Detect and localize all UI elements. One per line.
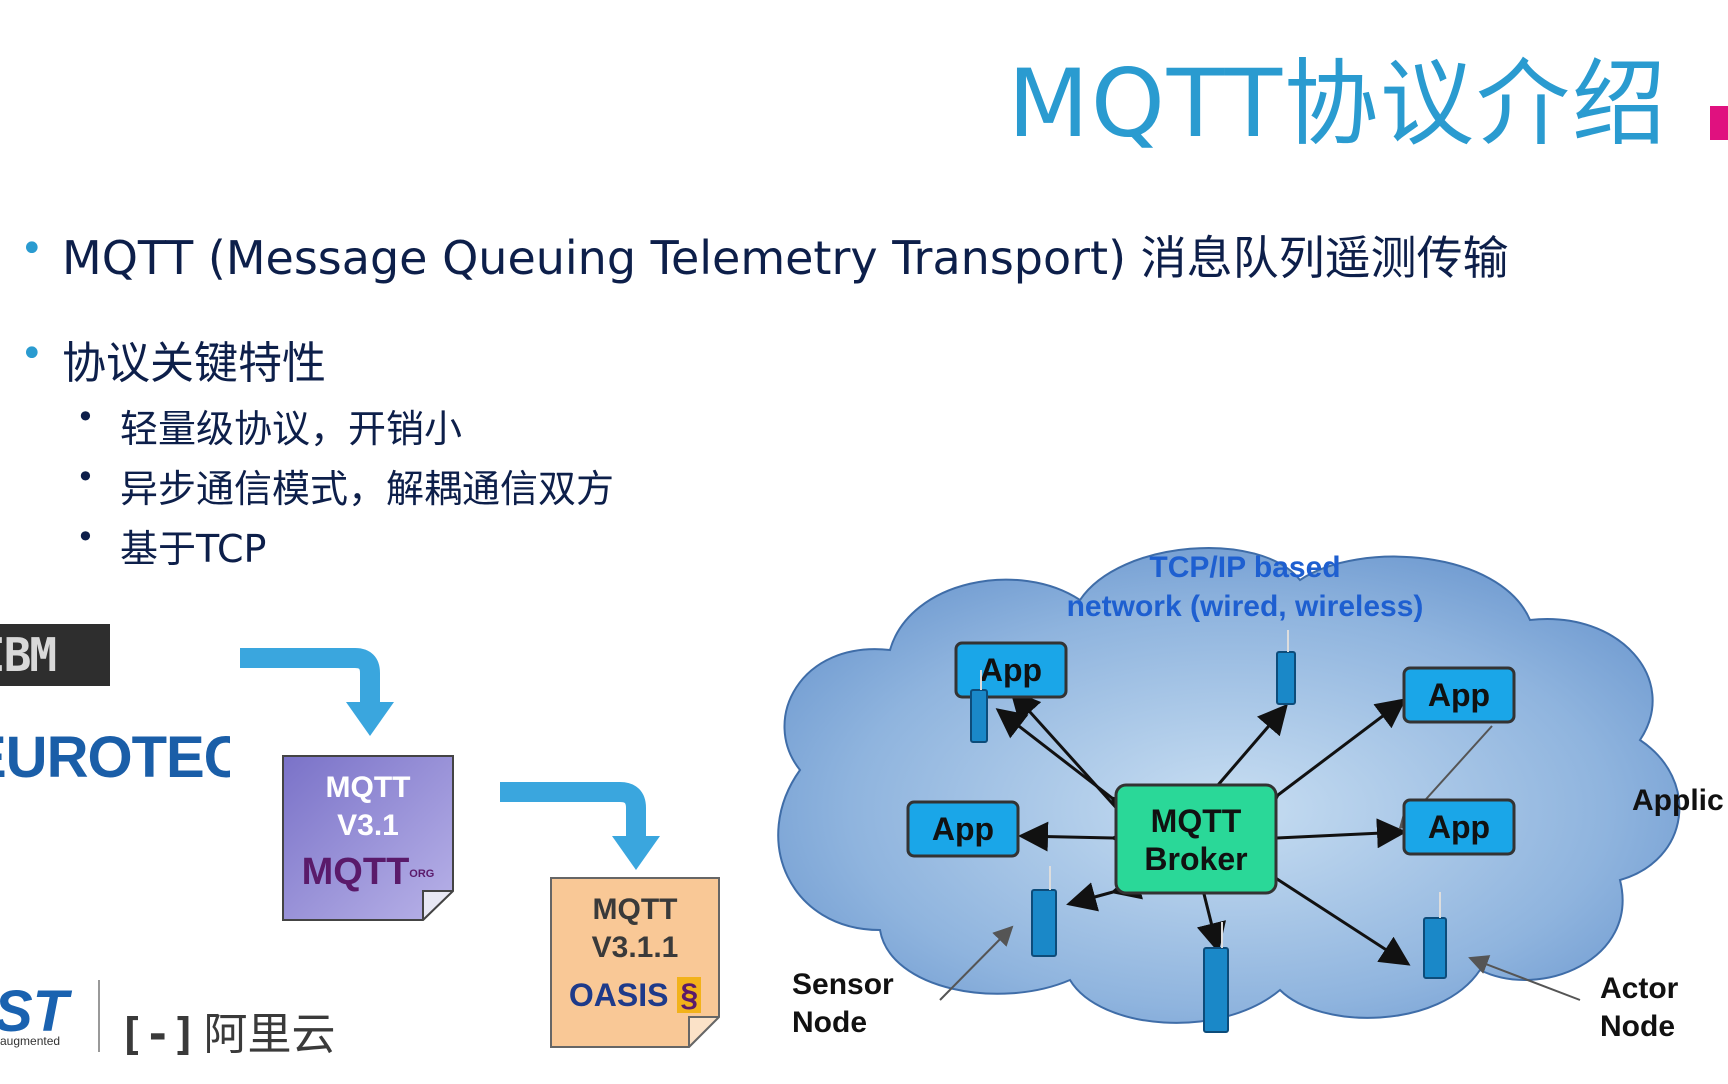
cloud-label-line-2: network (wired, wireless) xyxy=(1067,590,1424,623)
ibm-logo: IBM xyxy=(0,624,110,686)
link-broker-radio-left xyxy=(995,708,1143,827)
sensor-label-line-1: Sensor xyxy=(792,968,894,1001)
document-line-2: V3.1.1 xyxy=(591,931,679,964)
network-diagram-svg: TCP/IP based network (wired, wireless) A… xyxy=(777,547,1724,1043)
mqtt-network-diagram: TCP/IP based network (wired, wireless) A… xyxy=(740,520,1728,1080)
link-broker-app-right xyxy=(1249,818,1407,855)
radio-node-icon xyxy=(970,670,988,743)
flow-arrow-2 xyxy=(500,782,646,838)
flow-arrow-2-head xyxy=(612,836,660,870)
sensor-node-icon xyxy=(1031,866,1057,957)
eurotech-logo: EUROTECH xyxy=(0,725,230,790)
link-broker-sensor xyxy=(1066,870,1143,912)
actor-node-icon xyxy=(1423,892,1447,979)
document-line-1: MQTT xyxy=(325,771,411,804)
st-logo-tagline: augmented xyxy=(0,1034,61,1048)
flow-arrow-1 xyxy=(240,648,380,705)
logo-divider xyxy=(98,980,100,1052)
actor-label-line-1: Actor xyxy=(1600,972,1679,1005)
mqtt-v311-document: MQTT V3.1.1 OASIS § xyxy=(550,877,720,1048)
feature-text: 轻量级协议，开销小 xyxy=(120,407,463,451)
title-accent-bar xyxy=(1710,106,1728,140)
sensor-label-line-2: Node xyxy=(792,1006,867,1039)
features-heading-text: 协议关键特性 xyxy=(62,338,326,389)
definition-text: MQTT (Message Queuing Telemetry Transpor… xyxy=(62,231,1509,285)
flow-arrow-1-head xyxy=(346,702,394,736)
app-label: App xyxy=(1428,677,1490,713)
radio-node-icon xyxy=(1276,630,1296,705)
mqtt-broker-box: MQTT Broker xyxy=(1114,783,1278,895)
callout-sensor xyxy=(939,925,1014,1001)
slide-title: MQTT协议介绍 xyxy=(1007,50,1668,159)
link-broker-app-left xyxy=(1018,821,1141,854)
app-box: App xyxy=(906,800,1020,858)
feature-text: 异步通信模式，解耦通信双方 xyxy=(120,467,615,511)
app-box: App xyxy=(954,641,1068,699)
document-line-2: V3.1 xyxy=(337,809,399,842)
app-label: App xyxy=(980,652,1042,688)
actor-label-line-2: Node xyxy=(1600,1010,1675,1043)
cloud-label-line-1: TCP/IP based xyxy=(1149,551,1340,584)
document-line-1: MQTT xyxy=(592,893,678,926)
bullet-dot-icon: • xyxy=(20,331,44,377)
app-label: App xyxy=(1428,809,1490,845)
broker-label-line-1: MQTT xyxy=(1151,803,1242,839)
link-broker-actor xyxy=(1246,851,1411,966)
oasis-logo: OASIS § xyxy=(550,977,720,1014)
version-flow-arrows xyxy=(240,648,660,870)
external-app-label: Applic xyxy=(1632,784,1724,817)
mqtt-v31-document: MQTT V3.1 MQTTORG xyxy=(282,755,454,921)
app-label: App xyxy=(932,811,994,847)
document-icon xyxy=(550,877,720,1048)
link-broker-app-topright xyxy=(1247,698,1407,824)
sub-bullet-dot-icon: • xyxy=(76,398,95,436)
broker-label-line-2: Broker xyxy=(1144,841,1247,877)
st-logo: ST augmented xyxy=(0,978,80,1048)
document-icon xyxy=(282,755,454,921)
feature-text: 基于TCP xyxy=(120,527,267,571)
mqtt-org-logo: MQTTORG xyxy=(301,851,435,893)
aliyun-logo-mark: [-] xyxy=(118,1009,198,1060)
aliyun-logo: [-]阿里云 xyxy=(118,998,336,1060)
app-box: App xyxy=(1402,798,1516,856)
connection-lines xyxy=(995,689,1411,966)
radio-node-icon xyxy=(1203,922,1229,1033)
sub-bullet-dot-icon: • xyxy=(76,518,95,556)
callout-actor xyxy=(1468,955,1581,1001)
sub-bullet-dot-icon: • xyxy=(76,458,95,496)
aliyun-logo-name: 阿里云 xyxy=(203,1009,336,1060)
link-broker-radio-bottom xyxy=(1182,864,1227,953)
app-box: App xyxy=(1402,666,1516,724)
st-logo-mark: ST xyxy=(0,979,69,1044)
bullet-dot-icon: • xyxy=(20,226,44,272)
